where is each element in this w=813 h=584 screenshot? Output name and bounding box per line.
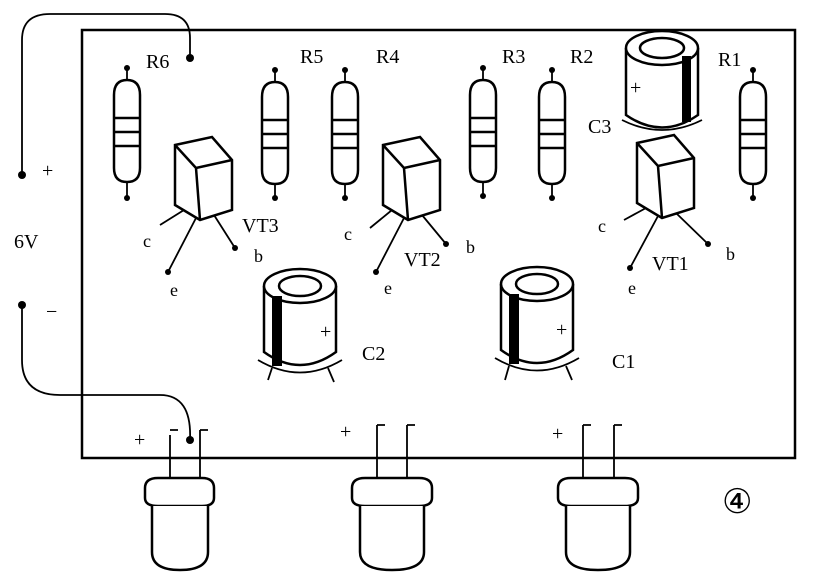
transistor-label-vt2: VT2 (404, 249, 441, 271)
vt2-pin-e: e (384, 278, 392, 298)
power-minus-label: − (46, 301, 57, 323)
vt3-pin-c: c (143, 231, 151, 251)
capacitor-c1-plus: + (556, 319, 567, 341)
vt1-pin-e: e (628, 278, 636, 298)
transistor-label-vt1: VT1 (652, 253, 689, 275)
vt3-pin-b: b (254, 246, 263, 266)
vt2-pin-c: c (344, 224, 352, 244)
capacitor-c1 (494, 265, 580, 381)
positive-wire (21, 13, 191, 175)
resistor-label-r6: R6 (146, 51, 169, 73)
resistor-label-r1: R1 (718, 49, 741, 71)
resistor-label-r5: R5 (300, 46, 323, 68)
resistor-r2 (537, 67, 567, 201)
figure-number: ④ (722, 484, 752, 521)
led-1 (143, 429, 216, 572)
capacitor-c2-plus: + (320, 321, 331, 343)
transistor-vt2 (369, 135, 449, 275)
resistor-r6 (112, 65, 142, 201)
led-1-plus: + (134, 429, 145, 451)
resistor-r5 (260, 67, 290, 201)
resistor-r1 (738, 67, 768, 201)
resistor-label-r4: R4 (376, 46, 399, 68)
vt1-pin-c: c (598, 216, 606, 236)
vt1-pin-b: b (726, 244, 735, 264)
resistor-r4 (330, 67, 360, 201)
capacitor-label-c1: C1 (612, 351, 635, 373)
pcb-board (80, 28, 797, 460)
led-2 (350, 424, 434, 572)
resistor-label-r3: R3 (502, 46, 525, 68)
transistor-vt1 (623, 133, 711, 271)
capacitor-c3-plus: + (630, 77, 641, 99)
resistor-label-r2: R2 (570, 46, 593, 68)
transistor-label-vt3: VT3 (242, 215, 279, 237)
resistor-r3 (468, 65, 498, 199)
led-3-plus: + (552, 423, 563, 445)
led-2-plus: + (340, 421, 351, 443)
capacitor-c3 (621, 29, 703, 131)
negative-wire (21, 305, 191, 441)
vt2-pin-b: b (466, 237, 475, 257)
power-plus-label: + (42, 160, 53, 182)
power-voltage-label: 6V (14, 231, 39, 253)
led-3 (556, 424, 640, 572)
capacitor-label-c3: C3 (588, 116, 611, 138)
transistor-vt3 (159, 135, 238, 275)
vt3-pin-e: e (170, 280, 178, 300)
capacitor-label-c2: C2 (362, 343, 385, 365)
capacitor-c2 (257, 267, 343, 383)
